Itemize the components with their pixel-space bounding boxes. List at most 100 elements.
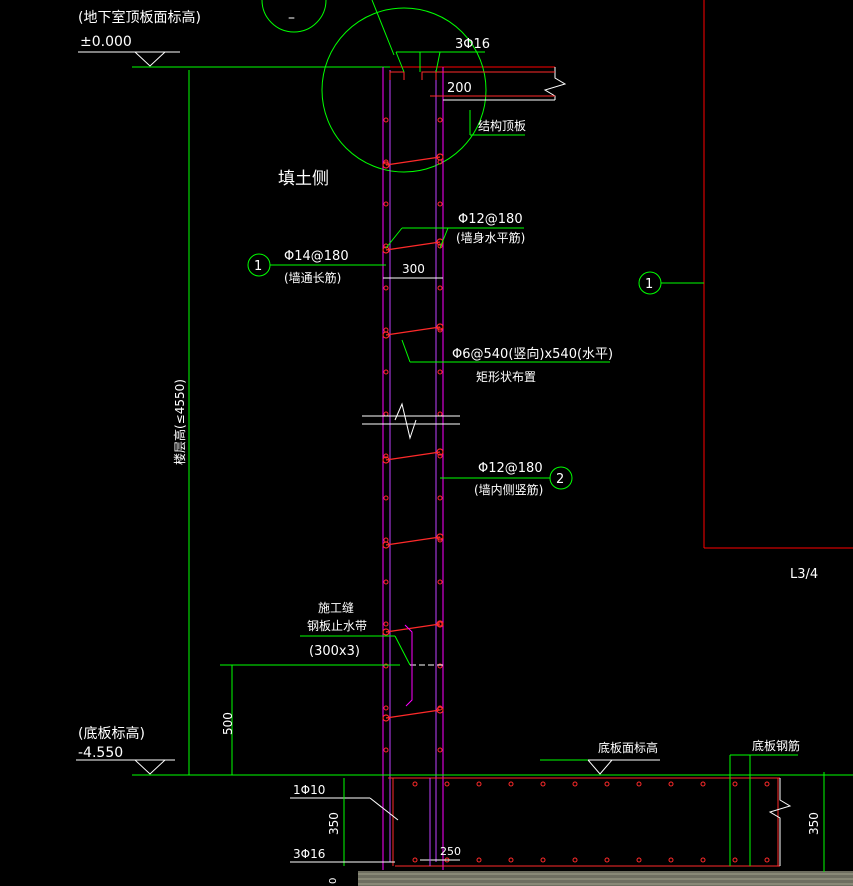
tie-bar <box>385 623 441 633</box>
tie-hook <box>382 246 390 254</box>
detail-circle-top <box>261 0 327 33</box>
joint-height-text: 500 <box>221 712 235 735</box>
detail-circle-main <box>321 7 487 173</box>
bubble-2-text: 2 <box>556 472 564 487</box>
bubble-1-right-text: 1 <box>645 277 653 292</box>
tie-bar <box>385 536 441 546</box>
slab-thickness-text: 200 <box>447 81 472 96</box>
tie-hook <box>436 533 444 541</box>
tie-hook <box>436 238 444 246</box>
tie-bar <box>385 451 441 461</box>
base-rebar-dot <box>412 781 418 787</box>
bubble-dash-text: – <box>288 10 295 26</box>
inner-bar-spec: Φ12@180 <box>478 461 543 476</box>
base-rebar-dot <box>764 857 770 863</box>
rebar-dot <box>383 117 389 123</box>
joint-label: 施工缝 <box>318 600 354 615</box>
tie-bar <box>385 326 441 336</box>
tie-layout-text: 矩形状布置 <box>476 370 536 384</box>
bottom-level-label: (底板标高) <box>78 725 145 742</box>
base-rebar-callout: 底板钢筋 <box>729 738 800 866</box>
base-rebar-dot <box>476 781 482 787</box>
base-rebar-label: 底板钢筋 <box>752 738 800 753</box>
base-slab <box>388 777 792 867</box>
base-rebar-dot <box>636 857 642 863</box>
rebar-dot <box>437 579 443 585</box>
base-top-callout: 底板面标高 <box>540 740 660 775</box>
tie-bar <box>385 241 441 251</box>
base-bar-top-callout: 1Φ10 <box>290 783 399 821</box>
base-rebar-dot <box>604 857 610 863</box>
top-bars-text: 3Φ16 <box>455 37 490 52</box>
rebar-dot <box>383 159 389 165</box>
base-bar-top-text: 1Φ10 <box>293 783 325 797</box>
fill-side-text: 填土侧 <box>278 169 329 189</box>
bubble-1-text: 1 <box>254 259 262 274</box>
tie-bar <box>385 156 441 166</box>
rebar-dot <box>383 579 389 585</box>
rebar-dot <box>383 663 389 669</box>
base-rebar-dot <box>668 857 674 863</box>
base-rebar-dot <box>604 781 610 787</box>
tie-spec-text: Φ6@540(竖向)x540(水平) <box>452 346 613 362</box>
base-rebar-dot <box>540 857 546 863</box>
base-rebar-dot <box>412 857 418 863</box>
base-bar-bottom-callout: 3Φ16 <box>290 847 395 863</box>
base-rebar-dot <box>636 781 642 787</box>
rebar-dot <box>383 495 389 501</box>
rebar-dot <box>437 117 443 123</box>
tie-hook <box>382 714 390 722</box>
rebar-dot <box>383 621 389 627</box>
base-rebar-dot <box>732 857 738 863</box>
rebar-dot <box>437 369 443 375</box>
base-thickness-right-text: 350 <box>807 812 821 835</box>
horiz-bar-name: (墙身水平筋) <box>456 230 525 245</box>
rebar-dot <box>437 201 443 207</box>
rebar-dot <box>437 747 443 753</box>
top-level-label: (地下室顶板面标高) <box>78 9 201 26</box>
base-rebar-dot <box>572 857 578 863</box>
rebar-dot <box>437 495 443 501</box>
wall-thickness-dim: 300 <box>383 262 443 279</box>
roof-slab <box>430 67 567 101</box>
joint-height-dim: 500 <box>220 664 400 775</box>
inner-bar-name: (墙内侧竖筋) <box>474 482 543 497</box>
horiz-bar-callout: Φ12@180 (墙身水平筋) <box>385 212 525 249</box>
tie-hook <box>436 706 444 714</box>
rebar-dot <box>437 663 443 669</box>
base-bar-bottom-text: 3Φ16 <box>293 847 325 861</box>
wall-break <box>362 402 460 440</box>
rebar-dot <box>383 285 389 291</box>
base-rebar-dot <box>700 781 706 787</box>
bottom-level-value: -4.550 <box>78 745 123 761</box>
wall-rebar-dots <box>383 117 443 753</box>
base-rebar-dot <box>444 781 450 787</box>
horiz-bar-spec: Φ12@180 <box>458 212 523 227</box>
outer-bar-spec: Φ14@180 <box>284 249 349 264</box>
wall-thickness-text: 300 <box>402 262 425 276</box>
roof-slab-callout: 结构顶板 <box>469 110 526 136</box>
bottom-level-mark: (底板标高) -4.550 <box>76 725 853 776</box>
wall-height-dim: 楼层高(≤4550) <box>172 66 195 776</box>
base-rebar-dot <box>732 781 738 787</box>
top-level-mark: (地下室顶板面标高) ±0.000 <box>78 9 555 68</box>
top-bars-callout: 3Φ16 <box>395 37 490 73</box>
tie-hook <box>436 323 444 331</box>
rebar-dot <box>383 411 389 417</box>
joint-callout: 施工缝 钢板止水带 (300x3) <box>300 600 445 707</box>
tie-callout: Φ6@540(竖向)x540(水平) 矩形状布置 <box>401 339 613 384</box>
rebar-dot <box>437 411 443 417</box>
tie-hook <box>382 541 390 549</box>
base-thickness-right-dim: 350 <box>800 772 830 872</box>
base-offset-text: 250 <box>440 845 461 858</box>
detail-frame <box>703 0 853 549</box>
tie-hook <box>382 628 390 636</box>
roof-slab-text: 结构顶板 <box>478 118 526 133</box>
wall <box>382 67 444 870</box>
waterstop-label: 钢板止水带 <box>307 619 367 633</box>
base-rebar-dot <box>540 781 546 787</box>
base-thickness-dim: 350 <box>327 778 345 866</box>
rebar-dot <box>383 201 389 207</box>
outer-bar-name: (墙通长筋) <box>284 270 341 285</box>
